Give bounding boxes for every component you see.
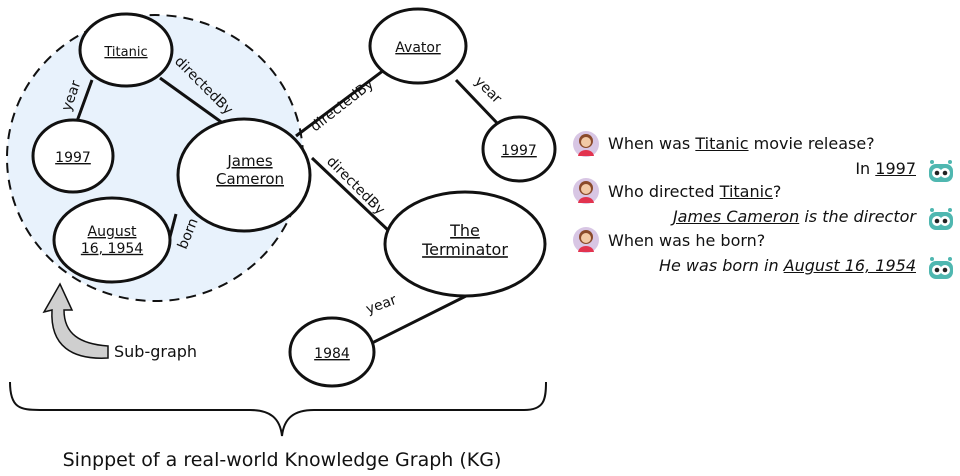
chat-question-2: Who directed Titanic? — [608, 182, 782, 201]
node-1997-a — [31, 118, 115, 194]
edge-titanic-cameron — [159, 76, 225, 126]
chat-question-3: When was he born? — [608, 231, 766, 250]
woman-avatar-icon — [573, 131, 599, 157]
node-label-line: August — [88, 224, 138, 240]
chat-answer-3: He was born in August 16, 1954 — [658, 256, 916, 275]
robot-icon — [929, 160, 953, 182]
node-label-line: 16, 1954 — [81, 241, 143, 257]
node-label-1997-a: 1997 — [55, 150, 91, 166]
node-label-line: Cameron — [216, 170, 284, 188]
robot-icon — [929, 257, 953, 279]
robot-icon — [929, 208, 953, 230]
node-label-1997-b: 1997 — [501, 143, 537, 159]
kg-caption: Sinppet of a real-world Knowledge Graph … — [63, 449, 502, 471]
node-avator — [368, 7, 468, 85]
node-label-line: The — [449, 221, 480, 240]
edge-avator-1997 — [454, 78, 500, 126]
subgraph-label: Sub-graph — [114, 342, 197, 361]
node-label-line: Terminator — [421, 240, 508, 259]
edge-cameron-avator — [295, 68, 385, 138]
edge-label-avator-directedby: directedBy — [308, 76, 377, 135]
graph-nodes — [31, 7, 557, 388]
node-titanic — [78, 12, 174, 88]
edge-terminator-1984 — [365, 294, 467, 348]
node-label-titanic: Titanic — [103, 45, 147, 60]
node-august — [52, 196, 172, 284]
kg-brace — [9, 381, 547, 437]
node-label-avator: Avator — [395, 40, 441, 56]
woman-avatar-icon — [573, 227, 599, 253]
curved-arrow-icon — [42, 282, 109, 359]
edge-label-terminator-year: year — [364, 292, 399, 318]
node-label-line: James — [226, 152, 272, 170]
node-terminator — [383, 190, 547, 298]
node-1997-b — [481, 115, 557, 183]
chat-question-1: When was Titanic movie release? — [608, 134, 875, 153]
node-1984 — [288, 316, 376, 388]
node-cameron — [176, 117, 312, 233]
edge-cameron-terminator — [310, 156, 392, 234]
edge-label-terminator-directedby: directedBy — [323, 154, 388, 219]
chat-answer-1: In 1997 — [855, 159, 916, 178]
chat-answer-2: James Cameron is the director — [672, 207, 916, 226]
woman-avatar-icon — [573, 178, 599, 204]
node-label-1984: 1984 — [314, 346, 350, 362]
edge-titanic-year — [74, 79, 94, 125]
